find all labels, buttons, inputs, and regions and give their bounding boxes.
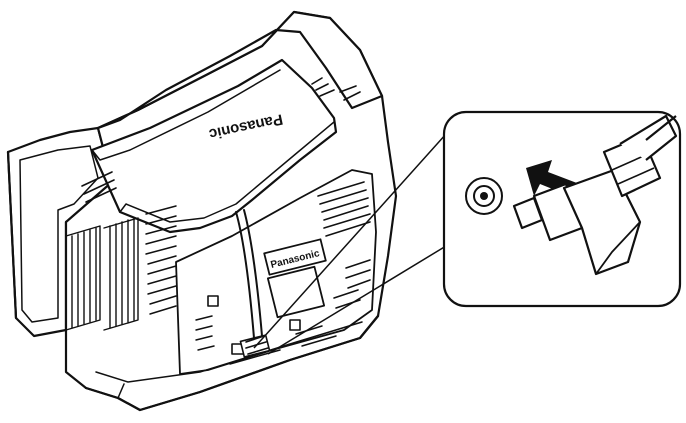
power-plug-icon [512, 114, 678, 276]
dc-jack-icon [465, 177, 503, 215]
zoom-inset [442, 110, 682, 308]
top-cap [96, 10, 384, 130]
callout-lines [253, 133, 447, 355]
device-rear-view [6, 10, 398, 412]
top-cover [90, 58, 338, 234]
